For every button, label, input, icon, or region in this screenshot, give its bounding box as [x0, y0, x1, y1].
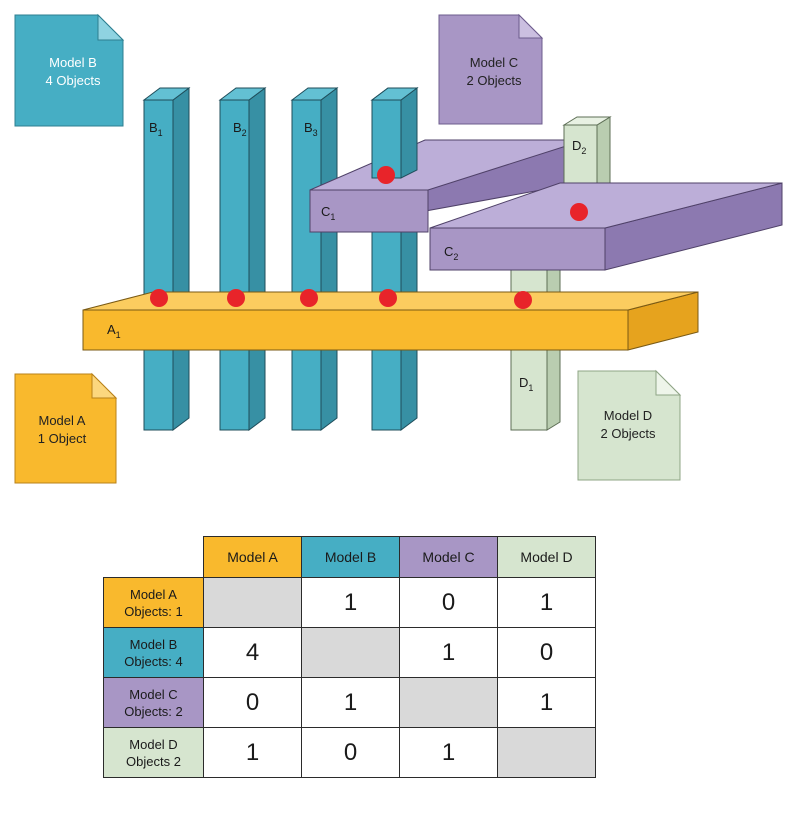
note-model-c-title: Model C: [470, 55, 518, 70]
matrix-cell-b-c: 1: [399, 627, 498, 678]
object-d1-label: D1: [519, 375, 533, 393]
contact-point-b2-a1: [227, 289, 245, 307]
note-model-a-count: 1 Object: [38, 431, 87, 446]
object-b2-label: B2: [233, 120, 247, 138]
matrix-cell-c-a: 0: [203, 677, 302, 728]
contact-points: [150, 166, 588, 309]
contact-point-d2-c2: [570, 203, 588, 221]
object-b4-top: [370, 87, 419, 179]
matrix-cell-c-d: 1: [497, 677, 596, 728]
note-model-b-count: 4 Objects: [46, 73, 101, 88]
matrix-cell-a-b: 1: [301, 577, 400, 628]
note-model-d: Model D 2 Objects: [577, 369, 682, 481]
note-model-b: Model B 4 Objects: [14, 13, 125, 127]
row-header-model-b-count: Objects: 4: [124, 653, 183, 669]
object-c2-label: C2: [444, 244, 458, 262]
contact-point-b3-a1: [300, 289, 318, 307]
note-model-c: Model C 2 Objects: [438, 13, 544, 125]
note-model-a-title: Model A: [39, 413, 86, 428]
object-b3-label: B3: [304, 120, 318, 138]
object-c2: C2: [429, 182, 783, 271]
row-header-model-a-count: Objects: 1: [124, 603, 183, 619]
column-header-model-c: Model C: [399, 536, 498, 578]
matrix-header-row: Model A Model B Model C Model D: [104, 536, 596, 578]
matrix-cell-b-a: 4: [203, 627, 302, 678]
object-b1-label: B1: [149, 120, 163, 138]
matrix-cell-a-c: 0: [399, 577, 498, 628]
note-model-c-count: 2 Objects: [467, 73, 522, 88]
object-d2-label: D2: [572, 138, 586, 156]
contact-point-b4-a1: [379, 289, 397, 307]
matrix-cell-b-d: 0: [497, 627, 596, 678]
row-header-model-a-name: Model A: [130, 586, 177, 602]
model-contact-diagram: Model B 4 Objects Model C 2 Objects Mode…: [14, 13, 783, 484]
matrix-cell-d-b: 0: [301, 727, 400, 778]
column-header-model-b: Model B: [301, 536, 400, 578]
row-header-model-d-count: Objects 2: [126, 753, 181, 769]
row-header-model-b-name: Model B: [129, 636, 178, 652]
matrix-cell-b-b: [301, 627, 400, 678]
matrix-cell-a-d: 1: [497, 577, 596, 628]
note-model-a: Model A 1 Object: [14, 372, 118, 484]
row-header-model-c-name: Model C: [129, 686, 178, 702]
contact-point-b1-a1: [150, 289, 168, 307]
note-model-b-title: Model B: [49, 55, 97, 70]
column-header-model-d: Model D: [497, 536, 596, 578]
row-header-model-c-count: Objects: 2: [124, 703, 183, 719]
column-header-model-a: Model A: [203, 536, 302, 578]
matrix-cell-c-b: 1: [301, 677, 400, 728]
matrix-corner: [104, 537, 204, 578]
object-c1-label: C1: [321, 204, 335, 222]
contact-point-d1-a1: [514, 291, 532, 309]
row-header-model-d-name: Model D: [129, 736, 178, 752]
matrix-cell-d-a: 1: [203, 727, 302, 778]
object-b2: B2: [219, 87, 266, 431]
object-a1-label: A1: [107, 322, 121, 340]
matrix-cell-c-c: [399, 677, 498, 728]
matrix-cell-a-a: [203, 577, 302, 628]
note-model-d-count: 2 Objects: [601, 426, 656, 441]
object-b1: B1: [143, 87, 190, 431]
contact-point-b4-c1: [377, 166, 395, 184]
matrix-cell-d-d: [497, 727, 596, 778]
matrix-cell-d-c: 1: [399, 727, 498, 778]
note-model-d-title: Model D: [604, 408, 652, 423]
object-b3: B3: [291, 87, 338, 431]
